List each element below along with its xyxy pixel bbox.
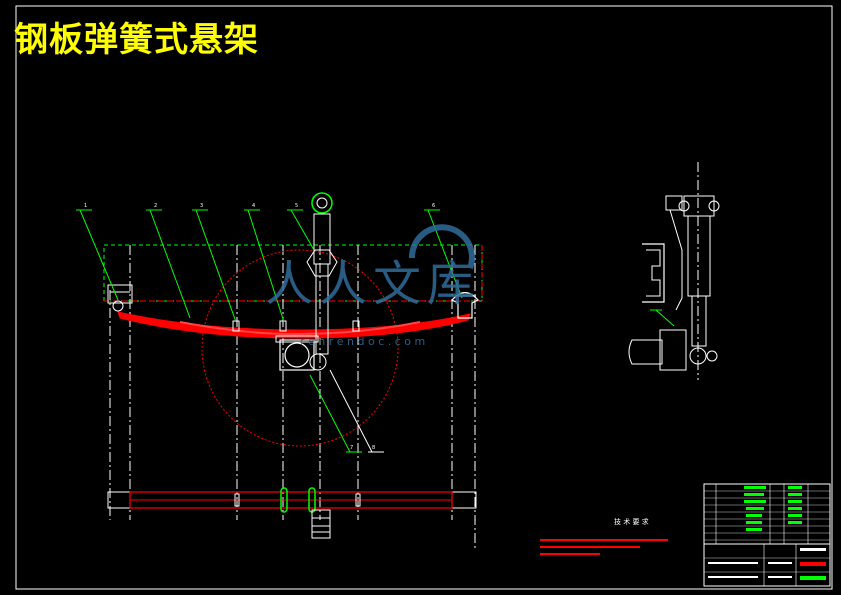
- side-shock-nut: [708, 200, 720, 212]
- title-block-stamp: [800, 576, 826, 580]
- watermark-url: r e n r e n d o c . c o m: [300, 335, 425, 348]
- side-bottom-nut: [689, 347, 707, 365]
- front-bracket: [107, 284, 133, 304]
- callout-number: 7: [350, 445, 353, 451]
- parts-entry: [788, 500, 802, 503]
- watermark-logo-ring: [408, 224, 475, 270]
- parts-entry: [744, 486, 766, 489]
- tech-requirements: 技 术 要 求: [540, 517, 668, 555]
- spring-clip: [279, 320, 287, 332]
- leader-line: [247, 209, 285, 323]
- side-leader: [655, 309, 675, 327]
- motion-circle: [201, 249, 399, 447]
- top-view: [107, 487, 477, 539]
- title-block-fill: [768, 562, 792, 564]
- side-shock-nut: [678, 200, 690, 212]
- parts-entry: [746, 507, 764, 510]
- leader-line: [290, 209, 315, 251]
- side-shock-rod: [691, 295, 707, 347]
- shock-plan: [311, 509, 331, 539]
- parts-entry: [744, 493, 764, 496]
- front-view: 1 2 3 4 5 6 7 8: [76, 192, 483, 550]
- callout-number: 3: [200, 203, 203, 209]
- u-bolt: [280, 487, 288, 513]
- side-shock-body: [687, 215, 711, 297]
- parts-entry: [744, 500, 766, 503]
- shock-absorber: [306, 192, 338, 371]
- tech-requirements-heading: 技 术 要 求: [614, 517, 649, 526]
- callout-number: 2: [154, 203, 157, 209]
- leader-line: [329, 369, 373, 453]
- leaf-spring: [117, 311, 471, 339]
- leaf-spring-layer: [179, 321, 421, 336]
- callout-number: 4: [252, 203, 255, 209]
- callout-number: 6: [432, 203, 435, 209]
- side-axle-stub: [628, 339, 663, 365]
- side-hook: [642, 243, 665, 303]
- drawing-title: 钢板弹簧式悬架: [14, 20, 259, 60]
- side-frame-bracket: [669, 209, 683, 311]
- side-hook-inner: [646, 249, 661, 297]
- axle-clamp: [275, 335, 319, 343]
- side-bracket: [665, 195, 683, 211]
- plan-clip: [355, 493, 361, 507]
- title-block-fill: [708, 562, 758, 564]
- spring-clip: [352, 320, 360, 332]
- parts-entry: [788, 493, 802, 496]
- leader-line: [195, 209, 237, 323]
- callout-number: 8: [372, 445, 375, 451]
- axle-hub: [284, 342, 310, 368]
- title-block: [703, 483, 831, 587]
- leader-line: [149, 209, 191, 319]
- front-eye: [112, 300, 124, 312]
- parts-entry: [788, 514, 802, 517]
- leader-line: [427, 209, 463, 299]
- parts-entry: [746, 514, 762, 517]
- title-block-fill: [800, 548, 826, 551]
- title-block-fill: [768, 576, 792, 578]
- parts-entry: [746, 528, 762, 531]
- watermark-text: 人人文库: [265, 256, 481, 312]
- shock-top-eye: [311, 192, 333, 214]
- drawing-border: [15, 5, 833, 590]
- parts-entry: [788, 507, 802, 510]
- parts-entry: [746, 521, 762, 524]
- parts-entry: [788, 486, 802, 489]
- shock-bottom-eye: [309, 353, 327, 371]
- callout-number: 1: [84, 203, 87, 209]
- title-block-fill: [708, 576, 758, 578]
- shock-bracket: [306, 249, 338, 277]
- title-block-stamp: [800, 562, 826, 566]
- axle-bracket: [279, 339, 315, 371]
- side-bottom-nut: [706, 350, 718, 362]
- parts-entry: [788, 521, 802, 524]
- side-axle-clamp: [659, 329, 687, 371]
- title-block-frame: [703, 483, 831, 587]
- callout-number: 5: [295, 203, 298, 209]
- shock-top-eye-inner: [316, 197, 328, 209]
- shock-body-lower: [315, 263, 329, 355]
- leader-line: [309, 374, 351, 453]
- plan-clip: [234, 493, 240, 507]
- leader-line: [79, 209, 119, 301]
- side-view: [628, 162, 720, 380]
- watermark: 人人文库 r e n r e n d o c . c o m: [265, 224, 481, 348]
